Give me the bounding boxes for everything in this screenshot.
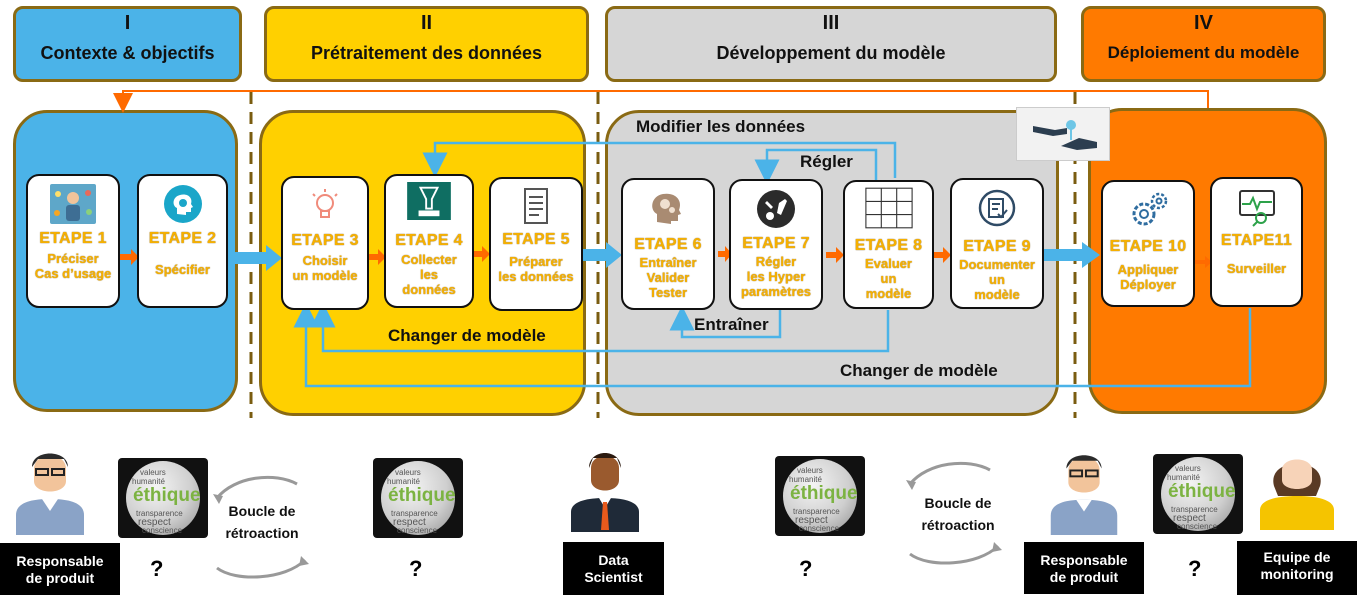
role-label: Equipe de monitoring <box>1237 541 1357 595</box>
step-number: ETAPE 4 <box>395 232 463 249</box>
ethics-sphere-icon: valeurs humanité éthique transparence re… <box>373 458 463 538</box>
document-icon <box>524 188 548 224</box>
head-gear-icon <box>163 185 202 223</box>
step-description: Entraîner Valider Tester <box>639 255 697 300</box>
step-description: Préparer les données <box>498 254 574 284</box>
loop-label-modifier-donnees: Modifier les données <box>636 117 806 136</box>
person-avatar-icon <box>1050 455 1118 535</box>
step-number: ETAPE 9 <box>963 238 1031 255</box>
monitoring-team-avatar-icon <box>1260 459 1334 530</box>
role-label: Data Scientist <box>563 542 664 595</box>
step-5[interactable]: ETAPE 5 Préparer les données <box>489 177 583 311</box>
step-3[interactable]: ETAPE 3 Choisir un modèle <box>281 176 369 310</box>
step-8[interactable]: ETAPE 8 Evaluer un modèle <box>843 180 934 309</box>
phase-title: Déploiement du modèle <box>1107 43 1300 62</box>
loop-label-changer-modele-1: Changer de modèle <box>388 326 546 345</box>
step-description: Appliquer Déployer <box>1117 262 1179 292</box>
phase-number: IV <box>1194 12 1213 34</box>
phase-header-2: II Prétraitement des données <box>264 6 589 82</box>
step-number: ETAPE 2 <box>148 230 217 247</box>
role-label: Responsable de produit <box>1024 542 1144 594</box>
step-number: ETAPE 8 <box>854 237 923 254</box>
person-avatar-icon <box>16 453 84 535</box>
step-number: ETAPE 7 <box>742 235 810 252</box>
people-ideas-icon <box>50 184 96 224</box>
step-description: Régler les Hyper paramètres <box>740 254 812 299</box>
step-6[interactable]: ETAPE 6 Entraîner Valider Tester <box>621 178 715 310</box>
step-description: Documenter un modèle <box>959 257 1035 302</box>
lightbulb-icon <box>312 189 338 218</box>
role-label: Responsable de produit <box>0 543 120 595</box>
phase-title: Prétraitement des données <box>310 43 543 63</box>
monitor-search-icon <box>1238 190 1275 227</box>
step-number: ETAPE 3 <box>291 232 359 249</box>
phase-title: Développement du modèle <box>716 43 946 63</box>
phase-number: III <box>822 12 840 34</box>
question-mark: ? <box>150 556 164 581</box>
step-description: Collecter les données <box>401 252 457 297</box>
tools-icon <box>757 190 795 228</box>
step-1[interactable]: ETAPE 1 Préciser Cas d’usage <box>26 174 120 308</box>
step-number: ETAPE 10 <box>1109 238 1187 255</box>
phase-title: Contexte & objectifs <box>40 43 215 63</box>
step-description: Préciser Cas d’usage <box>34 251 112 281</box>
step-2[interactable]: ETAPE 2 Spécifier <box>137 174 228 308</box>
step-number: ETAPE 1 <box>39 230 107 247</box>
step-description: Choisir un modèle <box>292 253 358 283</box>
feedback-loop-label: Boucle de rétroaction <box>921 495 995 533</box>
phase-number: I <box>124 12 131 34</box>
step-description: Spécifier <box>155 262 210 277</box>
step-description: Evaluer un modèle <box>865 256 912 301</box>
table-icon <box>864 187 913 229</box>
checklist-icon <box>978 189 1016 227</box>
step-number: ETAPE 5 <box>502 231 570 248</box>
ethics-sphere-icon: valeurs humanité éthique transparence re… <box>118 458 208 538</box>
gears-icon <box>1132 192 1168 226</box>
question-mark: ? <box>799 556 813 581</box>
loop-label-entrainer: Entraîner <box>694 315 769 334</box>
step-10[interactable]: ETAPE 10 Appliquer Déployer <box>1101 180 1195 307</box>
phase-number: II <box>420 12 433 34</box>
step-number: ETAPE 6 <box>634 236 702 253</box>
ethics-sphere-icon: valeurs humanité éthique transparence re… <box>1153 454 1243 534</box>
step-description: Surveiller <box>1226 261 1287 276</box>
question-mark: ? <box>409 556 423 581</box>
data-funnel-icon <box>407 182 451 220</box>
question-mark: ? <box>1188 556 1202 581</box>
step-4[interactable]: ETAPE 4 Collecter les données <box>384 174 474 308</box>
phase-header-1: I Contexte & objectifs <box>13 6 242 82</box>
data-scientist-avatar-icon <box>571 453 639 532</box>
brain-gears-icon <box>652 193 681 224</box>
ethics-sphere-icon: valeurs humanité éthique transparence re… <box>775 456 865 536</box>
phase-header-4: IV Déploiement du modèle <box>1081 6 1326 82</box>
step-9[interactable]: ETAPE 9 Documenter un modèle <box>950 178 1044 309</box>
loop-label-regler: Régler <box>800 152 853 171</box>
step-7[interactable]: ETAPE 7 Régler les Hyper paramètres <box>729 179 823 310</box>
phase-header-3: III Développement du modèle <box>605 6 1057 82</box>
feedback-loop-icon <box>213 475 309 579</box>
step-number: ETAPE11 <box>1220 232 1293 249</box>
feedback-loop-icon <box>906 461 1002 565</box>
feedback-loop-label: Boucle de rétroaction <box>225 503 299 541</box>
deploy-key-icon <box>1016 107 1110 161</box>
loop-label-changer-modele-2: Changer de modèle <box>840 361 998 380</box>
step-11[interactable]: ETAPE11 Surveiller <box>1210 177 1303 307</box>
